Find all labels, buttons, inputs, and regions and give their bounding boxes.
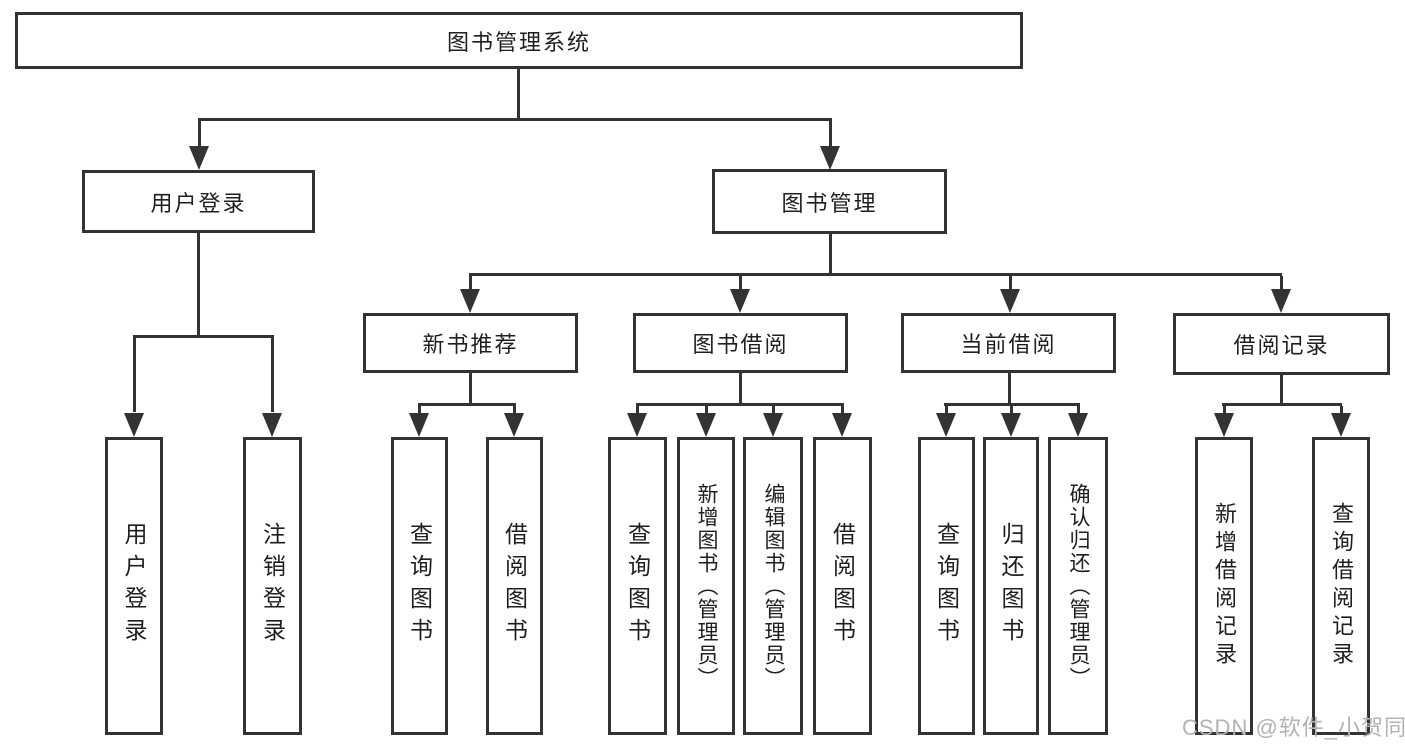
connector-line [469, 273, 1282, 276]
arrow-down-icon [936, 413, 956, 437]
node-new-book-recommend: 新书推荐 [363, 313, 578, 373]
connector-line [133, 337, 136, 412]
arrow-down-icon [1000, 289, 1020, 313]
connector-line [133, 335, 274, 338]
connector-line [705, 406, 708, 414]
arrow-down-icon [1271, 289, 1291, 313]
csdn-watermark: CSDN @软件_小贺同学 [1182, 715, 1405, 740]
connector-line [772, 406, 775, 414]
arrow-down-icon [832, 413, 852, 437]
arrow-down-icon [730, 289, 750, 313]
leaf-label: 确认归还（管理员） [1067, 482, 1090, 690]
connector-line [1280, 276, 1283, 290]
node-user-login: 用户登录 [82, 170, 315, 233]
leaf-label: 查询借阅记录 [1329, 502, 1354, 670]
arrow-down-icon [820, 146, 840, 170]
arrow-down-icon [1001, 413, 1021, 437]
connector-line [1280, 373, 1283, 406]
connector-line [636, 403, 844, 406]
node-book-management: 图书管理 [712, 169, 947, 234]
leaf-label: 借阅图书 [501, 522, 528, 650]
connector-line [517, 69, 520, 120]
leaf-label: 查询图书 [624, 522, 651, 650]
leaf-borrow-books-recommend: 借阅图书 [486, 437, 543, 735]
leaf-label: 新增图书（管理员） [695, 482, 718, 690]
connector-line [513, 406, 516, 414]
connector-line [1077, 406, 1080, 414]
connector-line [418, 403, 516, 406]
connector-line [829, 234, 832, 276]
leaf-confirm-return-admin: 确认归还（管理员） [1048, 437, 1108, 735]
connector-line [841, 406, 844, 414]
connector-line [739, 373, 742, 406]
connector-line [1340, 406, 1343, 414]
leaf-query-books-borrow: 查询图书 [608, 437, 667, 735]
leaf-label: 编辑图书（管理员） [762, 482, 785, 690]
leaf-query-books-current: 查询图书 [918, 437, 975, 735]
node-book-borrow: 图书借阅 [633, 313, 848, 373]
leaf-logout: 注销登录 [243, 437, 302, 735]
leaf-label: 借阅图书 [829, 522, 856, 650]
leaf-query-books-recommend: 查询图书 [391, 437, 448, 735]
leaf-user-login: 用户登录 [105, 437, 163, 735]
connector-line [1222, 403, 1342, 406]
leaf-label: 用户登录 [121, 522, 147, 650]
leaf-add-books-admin: 新增图书（管理员） [677, 437, 735, 735]
leaf-label: 归还图书 [998, 522, 1024, 650]
leaf-add-borrow-record: 新增借阅记录 [1195, 437, 1253, 735]
connector-line [1008, 373, 1011, 406]
arrow-down-icon [627, 413, 647, 437]
node-library-management-system: 图书管理系统 [15, 12, 1023, 69]
leaf-return-books: 归还图书 [983, 437, 1039, 735]
connector-line [198, 118, 832, 121]
connector-line [945, 406, 948, 414]
connector-line [418, 406, 421, 414]
connector-line [271, 337, 274, 412]
leaf-edit-books-admin: 编辑图书（管理员） [743, 437, 803, 735]
connector-line [198, 120, 201, 148]
connector-line [197, 233, 200, 337]
leaf-label: 查询图书 [406, 522, 433, 650]
connector-line [944, 403, 1080, 406]
arrow-down-icon [460, 289, 480, 313]
connector-line [1010, 406, 1013, 414]
leaf-borrow-books: 借阅图书 [813, 437, 872, 735]
arrow-down-icon [262, 413, 282, 437]
leaf-label: 新增借阅记录 [1212, 502, 1237, 670]
connector-line [829, 120, 832, 148]
arrow-down-icon [763, 413, 783, 437]
arrow-down-icon [124, 413, 144, 437]
arrow-down-icon [1331, 413, 1351, 437]
connector-line [469, 373, 472, 406]
leaf-label: 注销登录 [259, 522, 286, 650]
node-borrow-records: 借阅记录 [1173, 313, 1390, 375]
node-current-borrow: 当前借阅 [901, 313, 1116, 373]
arrow-down-icon [1214, 413, 1234, 437]
arrow-down-icon [504, 413, 524, 437]
connector-line [739, 276, 742, 290]
connector-line [469, 276, 472, 290]
connector-line [636, 406, 639, 414]
leaf-label: 查询图书 [933, 522, 960, 650]
connector-line [1223, 406, 1226, 414]
arrow-down-icon [1068, 413, 1088, 437]
arrow-down-icon [189, 146, 209, 170]
arrow-down-icon [696, 413, 716, 437]
arrow-down-icon [409, 413, 429, 437]
leaf-query-borrow-record: 查询借阅记录 [1312, 437, 1370, 735]
connector-line [1009, 276, 1012, 290]
